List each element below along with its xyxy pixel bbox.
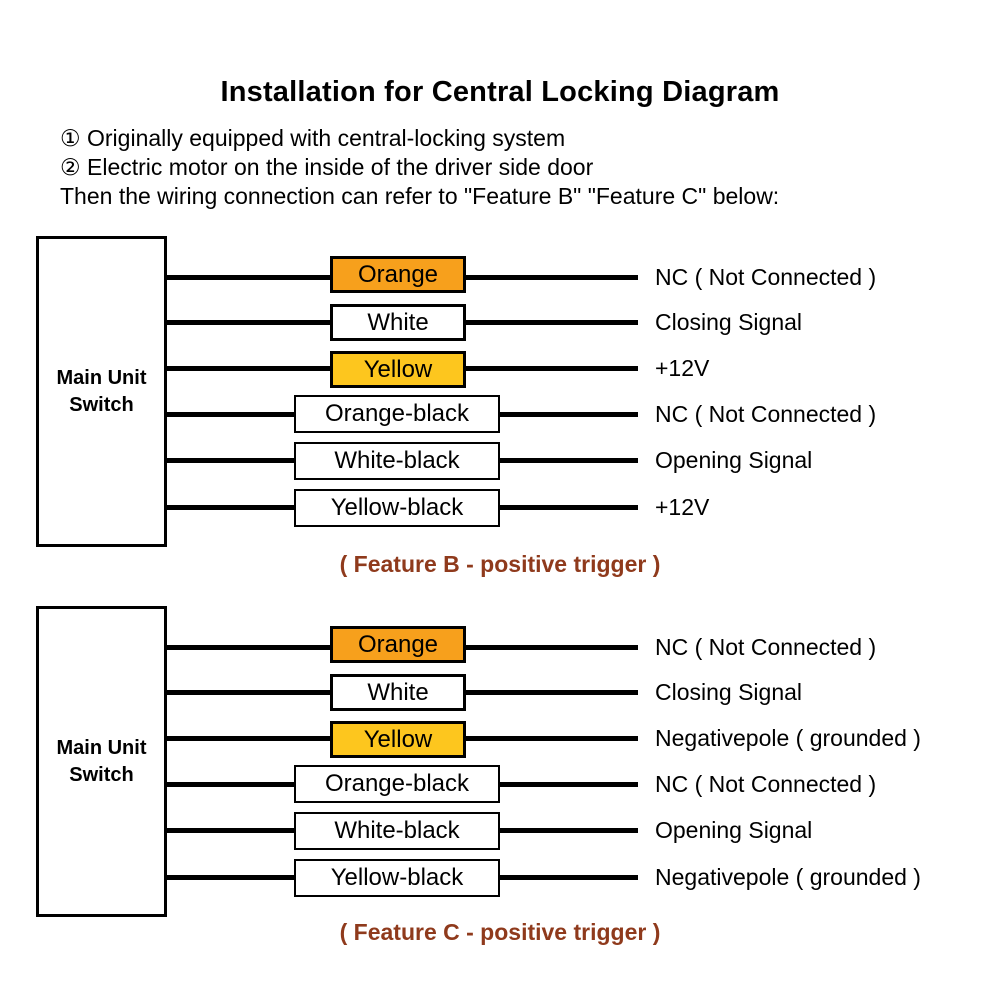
signal-label: NC ( Not Connected ) <box>655 634 877 660</box>
main-unit-switch-label: Main Unit Switch <box>56 366 147 416</box>
wire-label: Yellow <box>363 725 433 753</box>
feature-c-caption: ( Feature C - positive trigger ) <box>339 919 661 945</box>
feature-c-diagram: Main Unit Switch Orange White Yellow Ora… <box>0 606 1000 921</box>
wire-label-box-white: White <box>330 674 466 711</box>
wire-label-box-yellow: Yellow <box>330 351 466 388</box>
signal-label: Closing Signal <box>655 679 803 705</box>
main-unit-switch-box: Main Unit Switch <box>36 236 167 547</box>
wire-label-box-orange: Orange <box>330 626 466 663</box>
wire-label: White-black <box>334 817 460 844</box>
wire-label: Orange-black <box>324 400 470 427</box>
wire-label-box-white-black: White-black <box>294 442 500 480</box>
wire-label-box-orange-black: Orange-black <box>294 395 500 433</box>
main-unit-switch-label: Main Unit Switch <box>56 736 147 786</box>
page-title: Installation for Central Locking Diagram <box>220 76 780 108</box>
wire-label: Yellow-black <box>330 494 464 521</box>
wire-label: Orange <box>357 630 439 658</box>
wire-label-box-white-black: White-black <box>294 812 500 850</box>
feature-b-diagram: Main Unit Switch Orange White Yellow Ora… <box>0 236 1000 551</box>
note-line-3: Then the wiring connection can refer to … <box>60 183 780 209</box>
feature-b-caption: ( Feature B - positive trigger ) <box>339 551 661 577</box>
wire-label-box-orange-black: Orange-black <box>294 765 500 803</box>
wire-label-box-yellow: Yellow <box>330 721 466 758</box>
signal-label: Opening Signal <box>655 817 813 843</box>
signal-label: +12V <box>655 355 710 381</box>
main-unit-switch-box: Main Unit Switch <box>36 606 167 917</box>
wire-label: Orange-black <box>324 770 470 797</box>
wire-label: Orange <box>357 260 439 288</box>
signal-label: NC ( Not Connected ) <box>655 264 877 290</box>
wire-label-box-white: White <box>330 304 466 341</box>
signal-label: NC ( Not Connected ) <box>655 401 877 427</box>
wire-label-box-yellow-black: Yellow-black <box>294 859 500 897</box>
wire-label: White <box>367 678 429 706</box>
wire-label-box-yellow-black: Yellow-black <box>294 489 500 527</box>
wire-label: Yellow <box>363 355 433 383</box>
header-notes: ① Originally equipped with central-locki… <box>60 124 960 211</box>
note-line-2: ② Electric motor on the inside of the dr… <box>60 154 594 180</box>
wire-label: White <box>367 308 429 336</box>
wire-label: White-black <box>334 447 460 474</box>
signal-label: Opening Signal <box>655 447 813 473</box>
wire-label-box-orange: Orange <box>330 256 466 293</box>
signal-label: Closing Signal <box>655 309 803 335</box>
wire-label: Yellow-black <box>330 864 464 891</box>
signal-label: +12V <box>655 494 710 520</box>
signal-label: Negativepole ( grounded ) <box>655 725 921 751</box>
signal-label: NC ( Not Connected ) <box>655 771 877 797</box>
signal-label: Negativepole ( grounded ) <box>655 864 921 890</box>
note-line-1: ① Originally equipped with central-locki… <box>60 125 566 151</box>
